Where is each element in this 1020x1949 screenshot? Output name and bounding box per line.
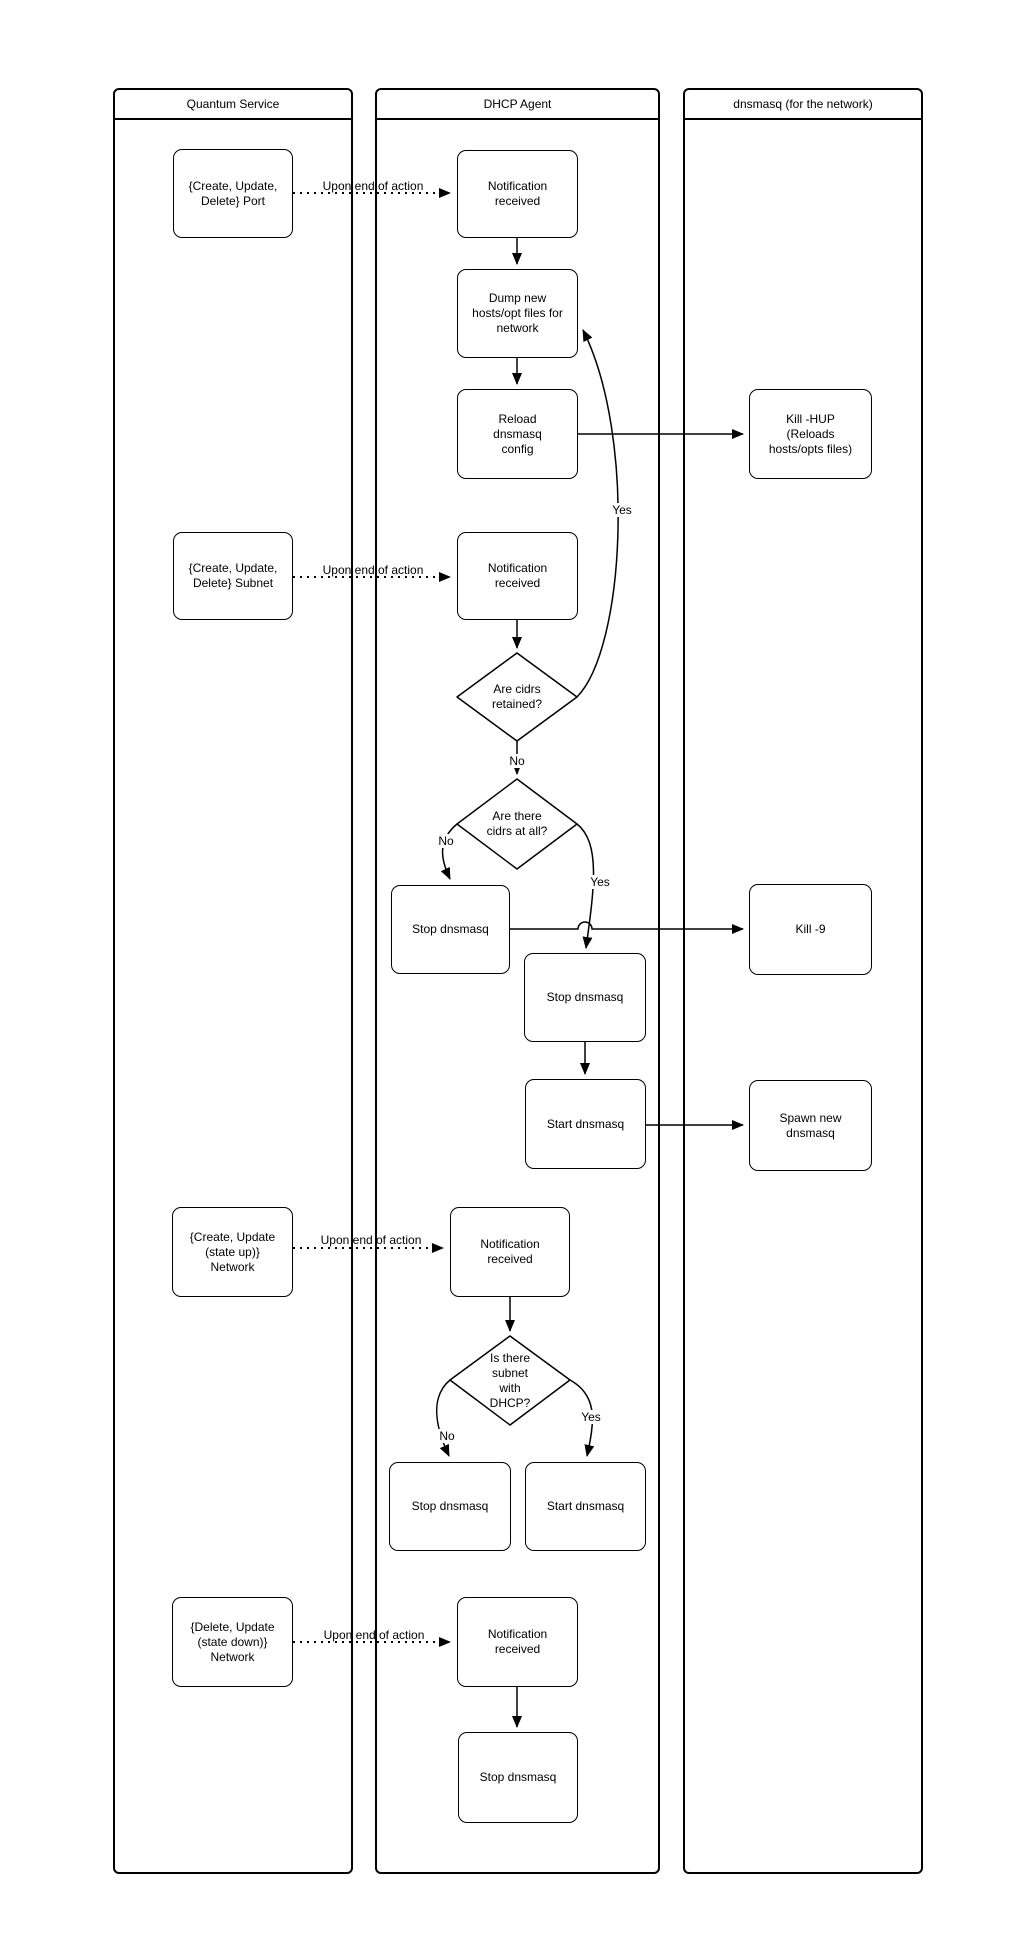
edge-label-upon-end-of-action-network-down: Upon end of action <box>323 1628 425 1642</box>
edge-label-yes-cidrs: Yes <box>588 875 612 889</box>
node-notification-received-1: Notification received <box>457 150 578 238</box>
lane-header-dnsmasq: dnsmasq (for the network) <box>685 90 921 120</box>
edge-label-upon-end-of-action-subnet: Upon end of action <box>322 563 424 577</box>
node-create-update-state-up-network: {Create, Update (state up)} Network <box>172 1207 293 1297</box>
lane-quantum-service: Quantum Service <box>113 88 353 1874</box>
decision-cidrs-at-all-label: Are there cidrs at all? <box>486 809 548 838</box>
node-stop-dnsmasq-1: Stop dnsmasq <box>391 885 510 974</box>
node-create-update-delete-subnet: {Create, Update, Delete} Subnet <box>173 532 293 620</box>
lane-title-dhcp-agent: DHCP Agent <box>483 97 552 111</box>
node-delete-update-state-down-network: {Delete, Update (state down)} Network <box>172 1597 293 1687</box>
edge-label-yes-dhcp: Yes <box>579 1410 603 1424</box>
node-stop-dnsmasq-2: Stop dnsmasq <box>524 953 646 1042</box>
decision-subnet-dhcp-label: Is there subnet with DHCP? <box>489 1350 531 1410</box>
edge-cidrs-at-all-yes-to-stop <box>576 823 595 949</box>
decision-cidrs-at-all-shape <box>456 778 578 870</box>
decision-cidrs-at-all: Are there cidrs at all? <box>457 779 577 869</box>
edge-cidrs-at-all-no-to-stop <box>440 823 458 880</box>
lane-title-quantum-service: Quantum Service <box>186 97 280 111</box>
node-create-update-delete-port: {Create, Update, Delete} Port <box>173 149 293 238</box>
lane-header-dhcp-agent: DHCP Agent <box>377 90 658 120</box>
node-stop-dnsmasq-4: Stop dnsmasq <box>458 1732 578 1823</box>
edge-label-no-cidrs: No <box>436 834 456 848</box>
decision-cidrs-retained-label: Are cidrs retained? <box>491 682 543 711</box>
edge-label-yes-retained: Yes <box>610 503 634 517</box>
edge-stop-to-kill-9 <box>510 921 744 934</box>
node-dump-hosts-opt-files: Dump new hosts/opt files for network <box>457 269 578 358</box>
node-notification-received-4: Notification received <box>457 1597 578 1687</box>
lane-dnsmasq: dnsmasq (for the network) <box>683 88 923 1874</box>
edge-label-upon-end-of-action-network-up: Upon end of action <box>320 1233 422 1247</box>
decision-subnet-dhcp-shape <box>449 1335 571 1426</box>
edge-label-upon-end-of-action-port: Upon end of action <box>322 179 424 193</box>
node-spawn-new-dnsmasq: Spawn new dnsmasq <box>749 1080 872 1171</box>
node-stop-dnsmasq-3: Stop dnsmasq <box>389 1462 511 1551</box>
edge-label-no-dhcp: No <box>437 1429 457 1443</box>
node-start-dnsmasq-1: Start dnsmasq <box>525 1079 646 1169</box>
edge-label-no-retained: No <box>507 754 527 768</box>
node-notification-received-3: Notification received <box>450 1207 570 1297</box>
node-kill-9: Kill -9 <box>749 884 872 975</box>
edge-cidrs-retained-yes-to-dump <box>576 329 619 698</box>
lane-dhcp-agent: DHCP Agent <box>375 88 660 1874</box>
decision-cidrs-retained: Are cidrs retained? <box>457 653 577 741</box>
node-notification-received-2: Notification received <box>457 532 578 620</box>
node-reload-dnsmasq-config: Reload dnsmasq config <box>457 389 578 479</box>
node-kill-hup: Kill -HUP (Reloads hosts/opts files) <box>749 389 872 479</box>
decision-subnet-dhcp: Is there subnet with DHCP? <box>450 1336 570 1425</box>
decision-cidrs-retained-shape <box>456 652 578 742</box>
edge-subnet-dhcp-no-to-stop <box>436 1379 451 1457</box>
lane-header-quantum-service: Quantum Service <box>115 90 351 120</box>
lane-title-dnsmasq: dnsmasq (for the network) <box>733 97 873 111</box>
node-start-dnsmasq-2: Start dnsmasq <box>525 1462 646 1551</box>
